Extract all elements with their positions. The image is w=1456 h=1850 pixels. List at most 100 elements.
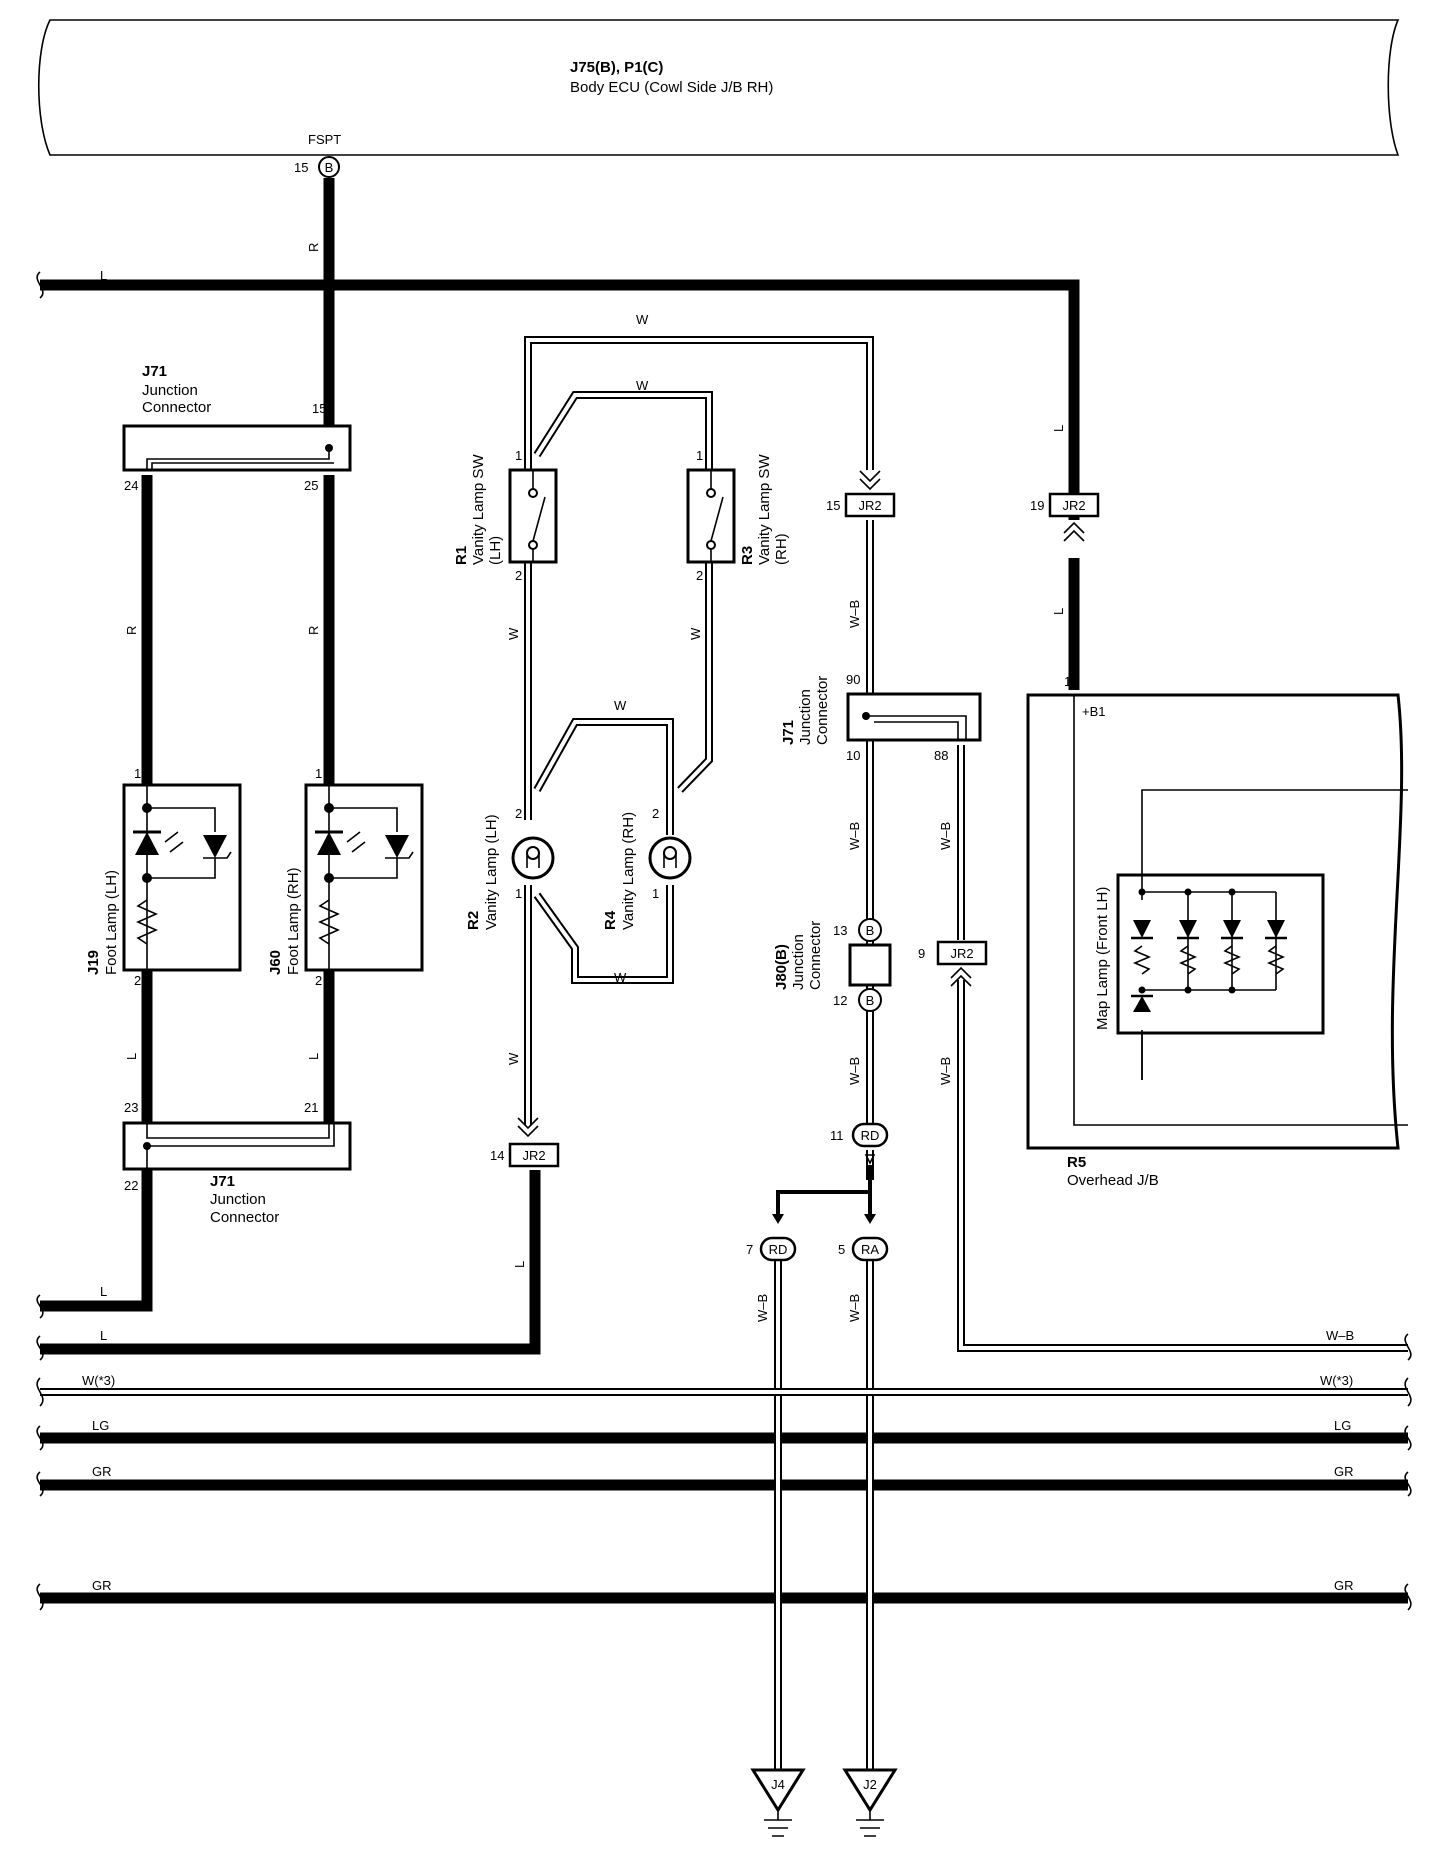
- r1-name: R1: [453, 546, 470, 565]
- r4-vanity-lamp-rh: 2 1 R4 Vanity Lamp (RH): [602, 806, 692, 930]
- svg-text:88: 88: [934, 748, 948, 763]
- r3-desc2: (RH): [773, 533, 790, 565]
- jr2-connector-19: JR2 19: [1030, 492, 1100, 542]
- svg-text:W(*3): W(*3): [82, 1373, 115, 1388]
- svg-text:+B1: +B1: [1082, 704, 1106, 719]
- svg-text:2: 2: [315, 973, 322, 988]
- svg-text:GR: GR: [92, 1464, 112, 1479]
- white-wires: [40, 336, 1408, 1770]
- svg-text:L: L: [1051, 425, 1066, 432]
- r3-desc1: Vanity Lamp SW: [756, 454, 773, 565]
- ground-j4: J4: [750, 1768, 806, 1837]
- rd-branch: [772, 1154, 876, 1224]
- svg-text:W: W: [506, 627, 521, 640]
- r1-vanity-lamp-switch-lh: 1 2 R1 Vanity Lamp SW (LH): [453, 448, 558, 583]
- svg-text:JR2: JR2: [858, 498, 881, 513]
- r1-desc2: (LH): [487, 536, 504, 565]
- svg-text:GR: GR: [1334, 1578, 1354, 1593]
- svg-text:23: 23: [124, 1100, 138, 1115]
- r4-desc: Vanity Lamp (RH): [620, 812, 637, 930]
- svg-text:L: L: [100, 268, 107, 283]
- svg-text:R: R: [306, 243, 321, 252]
- j71-bottom-junction: 23 21 22 J71 Junction Connector: [122, 1100, 352, 1226]
- svg-text:B: B: [325, 160, 334, 175]
- svg-text:L: L: [124, 1053, 139, 1060]
- svg-text:13: 13: [833, 923, 847, 938]
- svg-text:J4: J4: [771, 1777, 785, 1792]
- svg-text:90: 90: [846, 672, 860, 687]
- ecu-desc: Body ECU (Cowl Side J/B RH): [570, 79, 773, 96]
- svg-text:1: 1: [652, 886, 659, 901]
- svg-text:LG: LG: [1334, 1418, 1351, 1433]
- svg-text:W(*3): W(*3): [1320, 1373, 1353, 1388]
- j71-mid-junction: 90 10 88 J71 Junction Connector: [780, 672, 982, 763]
- j80-desc1: Junction: [790, 934, 807, 990]
- svg-text:1: 1: [315, 766, 322, 781]
- map-lamp-led-3: [1221, 920, 1243, 975]
- j60-name: J60: [267, 950, 284, 975]
- svg-text:LG: LG: [92, 1418, 109, 1433]
- j71-mid-desc2: Connector: [814, 676, 831, 745]
- svg-text:24: 24: [124, 478, 138, 493]
- svg-text:JR2: JR2: [522, 1148, 545, 1163]
- ra-connector-5: RA 5: [838, 1236, 889, 1262]
- rd-connector-7: RD 7: [746, 1236, 797, 1262]
- j71-top-name: J71: [142, 363, 167, 380]
- map-lamp-desc: Map Lamp (Front LH): [1094, 887, 1111, 1030]
- svg-text:B: B: [866, 923, 875, 938]
- r1-desc1: Vanity Lamp SW: [470, 454, 487, 565]
- svg-text:1: 1: [696, 448, 703, 463]
- svg-text:19: 19: [1030, 498, 1044, 513]
- j80-desc2: Connector: [807, 921, 824, 990]
- j60-desc: Foot Lamp (RH): [285, 867, 302, 975]
- j71-bottom-desc1: Junction: [210, 1191, 266, 1208]
- ecu-connector-b: B: [318, 156, 340, 178]
- body-ecu: J75(B), P1(C) Body ECU (Cowl Side J/B RH…: [37, 19, 1400, 175]
- svg-text:W–B: W–B: [938, 1057, 953, 1085]
- ecu-name: J75(B), P1(C): [570, 59, 663, 76]
- svg-text:W–B: W–B: [847, 822, 862, 850]
- svg-text:B: B: [866, 993, 875, 1008]
- j19-name: J19: [85, 950, 102, 975]
- svg-text:W: W: [688, 627, 703, 640]
- svg-text:2: 2: [515, 806, 522, 821]
- svg-text:W: W: [636, 378, 649, 393]
- svg-text:5: 5: [838, 1242, 845, 1257]
- ground-j2: J2: [842, 1768, 898, 1837]
- svg-text:9: 9: [918, 946, 925, 961]
- j71-bottom-desc2: Connector: [210, 1209, 279, 1226]
- svg-text:JR2: JR2: [1062, 498, 1085, 513]
- jr2-connector-15: JR2 15: [826, 470, 896, 518]
- wire-l-jr2-14: [40, 1170, 541, 1355]
- svg-text:W–B: W–B: [847, 1294, 862, 1322]
- svg-text:7: 7: [746, 1242, 753, 1257]
- thick-wires: [40, 178, 1408, 1604]
- svg-text:L: L: [100, 1284, 107, 1299]
- map-lamp-diode: [1133, 996, 1151, 1012]
- j71-top-desc1: Junction: [142, 382, 198, 399]
- j71-top-junction: J71 Junction Connector 15 24 25: [122, 363, 352, 493]
- jr2-connector-9: JR2 9: [918, 940, 988, 987]
- svg-text:2: 2: [134, 973, 141, 988]
- r3-name: R3: [739, 546, 756, 565]
- ecu-terminal-label: FSPT: [308, 132, 341, 147]
- r5-desc: Overhead J/B: [1067, 1172, 1159, 1189]
- svg-text:L: L: [306, 1053, 321, 1060]
- j19-foot-lamp-lh: 1 2 J19 Foot Lamp (LH): [85, 766, 242, 988]
- j80-name: J80(B): [773, 944, 790, 990]
- svg-text:25: 25: [304, 478, 318, 493]
- svg-text:W–B: W–B: [755, 1294, 770, 1322]
- wire-l-top: [40, 279, 1080, 520]
- svg-text:L: L: [512, 1261, 527, 1268]
- svg-text:W–B: W–B: [1326, 1328, 1354, 1343]
- svg-text:1: 1: [515, 886, 522, 901]
- svg-text:14: 14: [490, 1148, 504, 1163]
- jr2-connector-14: JR2 14: [490, 1117, 560, 1168]
- j71-mid-desc1: Junction: [797, 689, 814, 745]
- svg-text:21: 21: [304, 1100, 318, 1115]
- j71-top-desc2: Connector: [142, 399, 211, 416]
- svg-text:RA: RA: [861, 1242, 879, 1257]
- svg-text:1: 1: [1064, 674, 1071, 689]
- r4-name: R4: [602, 910, 619, 930]
